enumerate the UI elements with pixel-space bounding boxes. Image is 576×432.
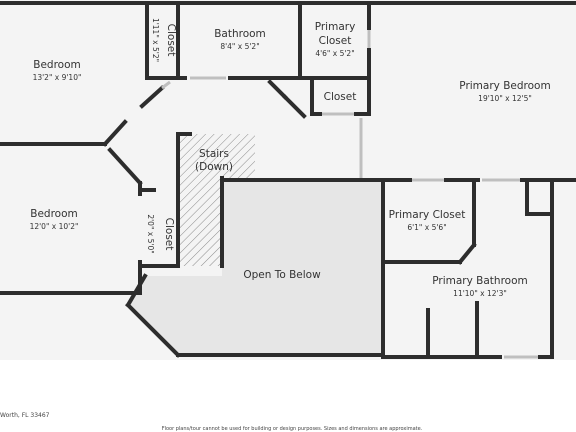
open-to-below-name: Open To Below [243, 269, 321, 281]
primary-closet-1-dims: 4'6" x 5'2" [315, 49, 354, 58]
disclaimer-text: Floor plans/tour cannot be used for buil… [162, 426, 423, 432]
wall [139, 85, 165, 109]
stairs-name-line2: (Down) [195, 161, 233, 173]
primary-bedroom-dims: 19'10" x 12'5" [478, 94, 532, 103]
wall [102, 119, 128, 147]
bedroom-2-name: Bedroom [30, 208, 78, 220]
primary-bedroom-name: Primary Bedroom [459, 80, 550, 92]
window [161, 80, 171, 90]
bedroom-1-dims: 13'2" x 9'10" [33, 73, 82, 82]
bedroom-2-dims: 12'0" x 10'2" [30, 222, 79, 231]
primary-bathroom-name: Primary Bathroom [432, 275, 527, 287]
primary-bathroom-dims: 11'10" x 12'3" [453, 289, 507, 298]
wall [457, 242, 477, 265]
primary-closet-2-name: Primary Closet [389, 209, 466, 221]
closet-c-name: Closet [163, 218, 175, 251]
wall [107, 147, 143, 186]
bathroom-name: Bathroom [214, 28, 266, 40]
wall [125, 302, 181, 358]
primary-closet-1-name-line1: Primary [315, 21, 356, 33]
primary-closet-1-name-line2: Closet [319, 35, 352, 47]
wall [282, 94, 307, 119]
closet-b-name: Closet [324, 91, 357, 103]
closet-a-name: Closet [165, 24, 177, 57]
wall [267, 79, 288, 100]
walls [0, 1, 576, 359]
closet-c-dims: 2'0" x 5'0" [146, 214, 155, 253]
room-labels: Bedroom 13'2" x 9'10" Closet 1'11" x 5'2… [30, 18, 551, 298]
wall [125, 273, 148, 308]
bathroom-dims: 8'4" x 5'2" [220, 42, 259, 51]
primary-closet-2-dims: 6'1" x 5'6" [407, 223, 446, 232]
stairs-name-line1: Stairs [199, 148, 229, 160]
open-to-below-area [130, 182, 381, 355]
windows [161, 30, 538, 359]
closet-a-dims: 1'11" x 5'2" [151, 18, 160, 62]
bedroom-1-name: Bedroom [33, 59, 81, 71]
address-text: Worth, FL 33467 [0, 412, 50, 419]
stairs-area [178, 134, 255, 266]
